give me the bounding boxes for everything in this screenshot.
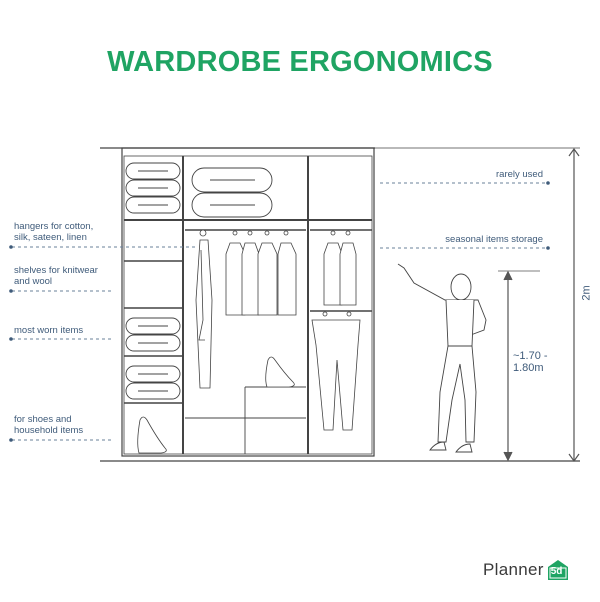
total-height-label: 2m: [580, 285, 593, 301]
label-line: household items: [14, 425, 84, 436]
hanging-clothes-icon: [137, 229, 361, 454]
label-most-worn: most worn items: [14, 325, 83, 336]
house-badge-icon: 5d: [547, 559, 569, 581]
page-title: WARDROBE ERGONOMICS: [107, 46, 493, 78]
label-shoes-household: for shoes and household items: [14, 414, 83, 436]
brand-name: Planner: [483, 560, 544, 579]
brand-badge-text: 5d: [550, 566, 563, 577]
planner5d-logo: Planner 5d: [483, 559, 569, 581]
dim-line: 1.80m: [513, 362, 544, 374]
folded-stack-icon: [125, 162, 273, 400]
label-line: for shoes and: [14, 414, 72, 425]
label-seasonal-storage: seasonal items storage: [445, 234, 543, 245]
person-figure-icon: [397, 263, 487, 453]
label-hangers: hangers for cotton, silk, sateen, linen: [14, 221, 93, 243]
label-rarely-used: rarely used: [496, 169, 543, 180]
label-line: most worn items: [14, 325, 84, 336]
label-line: and wool: [14, 276, 53, 287]
label-line: shelves for knitwear: [14, 265, 98, 276]
reach-height-label: ~1.70 - 1.80m: [513, 350, 548, 374]
label-shelves-knitwear: shelves for knitwear and wool: [14, 265, 98, 287]
label-line: silk, sateen, linen: [14, 232, 87, 243]
label-line: hangers for cotton,: [14, 221, 94, 232]
dim-line: ~1.70 -: [513, 350, 548, 362]
wardrobe-frame: [121, 147, 375, 457]
